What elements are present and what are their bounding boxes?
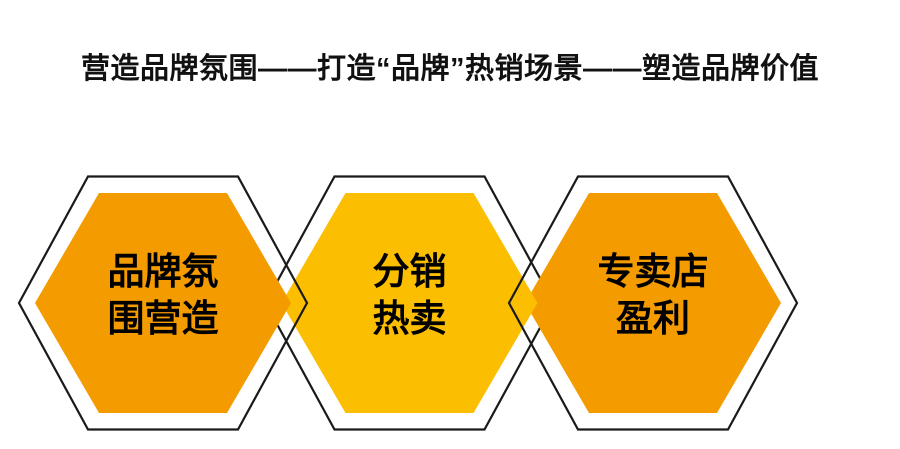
right-hexagon-outline	[507, 175, 799, 431]
right-hexagon-label-line1: 专卖店	[598, 251, 709, 292]
right-hexagon-label-line2: 盈利	[616, 298, 690, 339]
left-hexagon-label-line1: 品牌氛	[108, 251, 219, 292]
middle-hexagon-fill	[281, 193, 538, 413]
left-hexagon-label-line2: 围营造	[108, 298, 219, 339]
middle-hexagon-label-line2: 热卖	[373, 298, 447, 339]
middle-hexagon-label-line1: 分销	[373, 251, 447, 292]
left-hexagon-outline	[17, 175, 309, 431]
diagram-title: 营造品牌氛围——打造“品牌”热销场景——塑造品牌价值	[80, 53, 819, 85]
left-hexagon-fill	[35, 193, 291, 413]
right-hexagon-fill	[525, 193, 781, 413]
